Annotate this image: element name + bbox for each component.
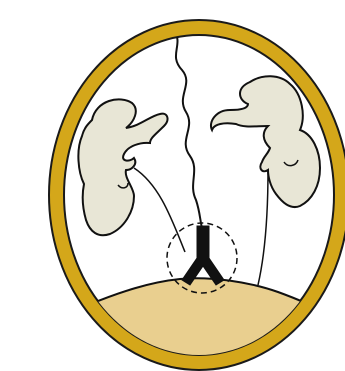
diagram-canvas: [0, 0, 345, 371]
diagram-svg: [0, 0, 345, 371]
